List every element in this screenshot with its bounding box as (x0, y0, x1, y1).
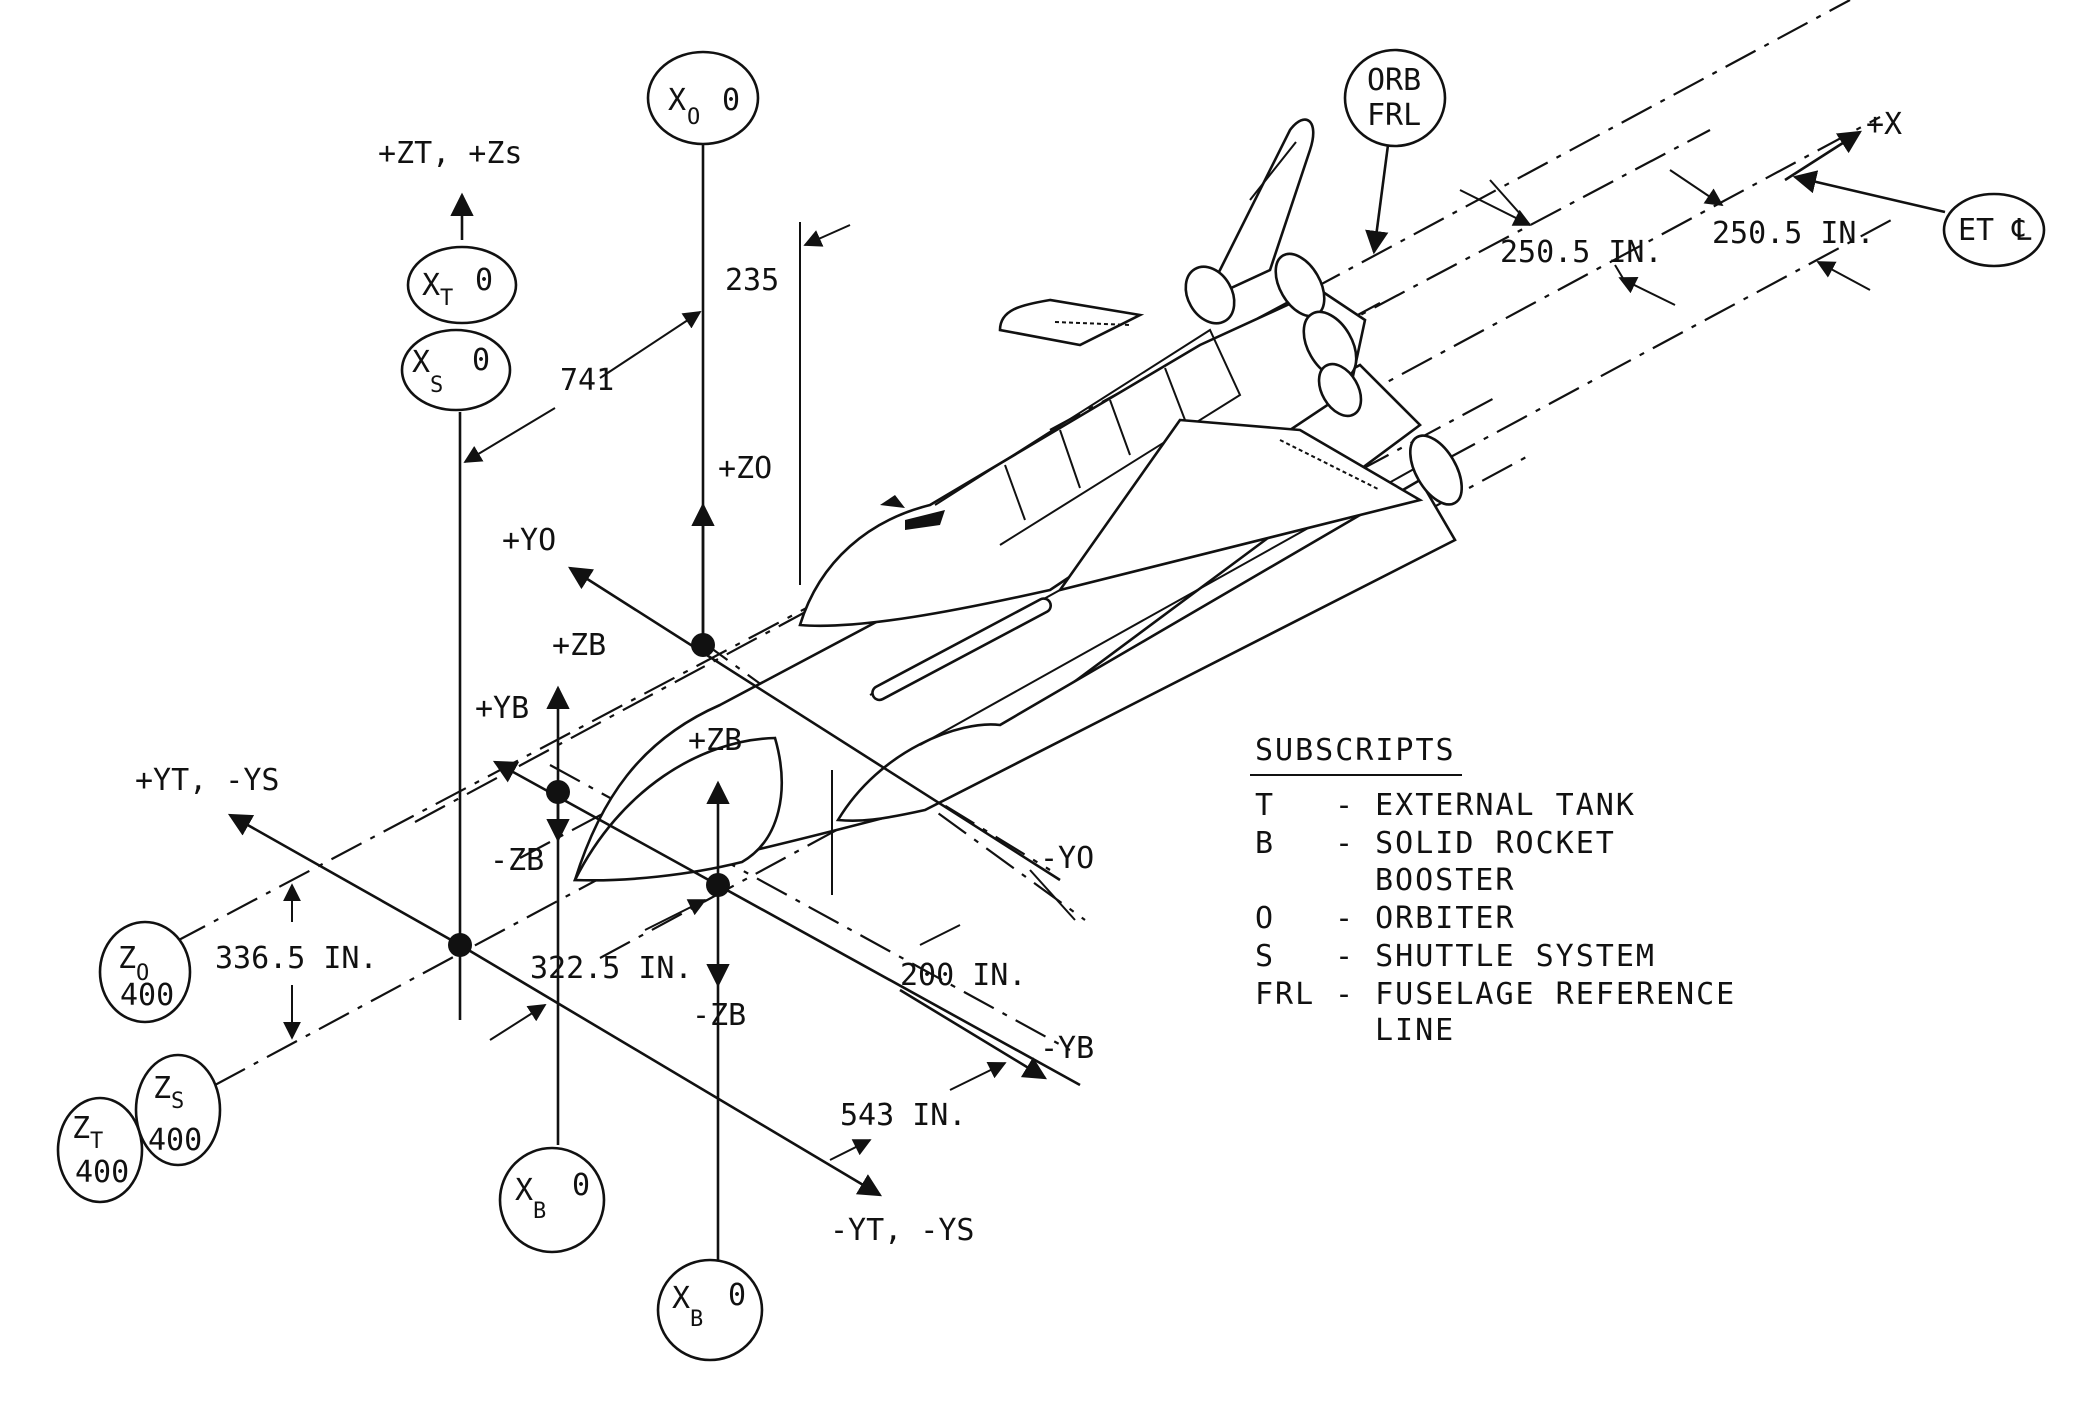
svg-text:T: T (440, 286, 453, 311)
svg-text:Z: Z (72, 1111, 90, 1146)
svg-text:BOOSTER: BOOSTER (1375, 863, 1515, 898)
legend-row: BOOSTER (1375, 863, 1515, 898)
plus-x-axis: +X (1784, 107, 1902, 182)
xb0-callout-b: X B 0 (656, 1258, 764, 1362)
svg-text:X: X (672, 1281, 690, 1316)
plus-yb-label: +YB (475, 691, 529, 726)
dimension-250-5-a: 250.5 IN. (1459, 179, 1676, 306)
shuttle-stack-illustration (572, 118, 1464, 882)
plus-zo-label: +ZO (718, 451, 772, 486)
legend-row: T - EXTERNAL TANK (1255, 788, 1636, 823)
svg-text:- SHUTTLE SYSTEM: - SHUTTLE SYSTEM (1335, 939, 1656, 974)
svg-text:- EXTERNAL TANK: - EXTERNAL TANK (1335, 788, 1636, 823)
svg-text:- ORBITER: - ORBITER (1335, 901, 1516, 936)
orb-frl-line1: ORB (1367, 63, 1421, 98)
xb0-callout-a: X B 0 (498, 1146, 606, 1254)
svg-text:O: O (1255, 901, 1275, 936)
xt0-callout: X T 0 (406, 245, 518, 325)
zo400-callout: Z O 400 (98, 920, 192, 1024)
svg-text:0: 0 (572, 1168, 590, 1203)
dimension-543: 543 IN. (829, 1062, 1007, 1161)
svg-text:0: 0 (475, 263, 493, 298)
svg-text:0: 0 (722, 83, 740, 118)
svg-text:- FUSELAGE REFERENCE: - FUSELAGE REFERENCE (1335, 977, 1736, 1012)
dim-250-5-right: 250.5 IN. (1712, 216, 1875, 251)
xo0-callout: X O 0 (646, 50, 760, 146)
plus-zb-inner-label: +ZB (688, 723, 742, 758)
orb-frl-line2: FRL (1367, 98, 1421, 133)
svg-text:O: O (136, 961, 149, 986)
minus-yo-label: -YO (1040, 841, 1094, 876)
legend-row: FRL - FUSELAGE REFERENCE (1255, 977, 1736, 1012)
svg-text:0: 0 (472, 343, 490, 378)
yo-axis: +YO -YO (502, 523, 1094, 882)
srb-axes: +ZB +YB -ZB -YB (475, 628, 1094, 1145)
et-cl-label: ET ℄ (1958, 213, 2032, 248)
shuttle-system-vertical-axis: +ZT, +Zs (378, 136, 523, 1020)
orbiter-vertical-axis: +ZO (691, 140, 772, 645)
svg-text:T: T (90, 1129, 103, 1154)
plus-yt-minus-ys-label: +YT, -YS (135, 763, 280, 798)
svg-text:400: 400 (120, 978, 174, 1013)
svg-text:S: S (1255, 939, 1275, 974)
dimension-235: 235 (725, 222, 851, 585)
minus-yt-minus-ys-label: -YT, -YS (830, 1213, 975, 1248)
svg-text:T: T (1255, 788, 1275, 823)
plus-zb-label: +ZB (552, 628, 606, 663)
svg-text:O: O (687, 105, 700, 130)
svg-text:X: X (412, 345, 430, 380)
xs0-callout: X S 0 (400, 328, 512, 412)
svg-text:400: 400 (148, 1123, 202, 1158)
svg-text:FRL: FRL (1255, 977, 1315, 1012)
zs400-callout: Z S 400 (134, 1053, 222, 1167)
dimension-741: 741 (463, 311, 702, 463)
svg-text:Z: Z (153, 1071, 171, 1106)
et-centerline-callout: ET ℄ (1792, 170, 2046, 268)
svg-text:X: X (515, 1173, 533, 1208)
svg-text:B: B (533, 1199, 546, 1224)
minus-zb-left-label: -ZB (490, 843, 544, 878)
svg-text:S: S (171, 1089, 184, 1114)
dim-250-5-left: 250.5 IN. (1500, 235, 1663, 270)
legend-row: S - SHUTTLE SYSTEM (1255, 939, 1656, 974)
dim-741: 741 (560, 363, 614, 398)
subscripts-legend: SUBSCRIPTS T - EXTERNAL TANK B - SOLID R… (1250, 733, 1736, 1048)
dim-336-5: 336.5 IN. (215, 941, 378, 976)
dimension-200: 200 IN. (900, 869, 1076, 993)
legend-row: B - SOLID ROCKET (1255, 826, 1616, 861)
dim-543: 543 IN. (840, 1098, 966, 1133)
svg-text:- SOLID ROCKET: - SOLID ROCKET (1335, 826, 1616, 861)
dimension-250-5-b: 250.5 IN. (1669, 169, 1875, 291)
plus-x-label: +X (1866, 107, 1902, 142)
svg-text:400: 400 (75, 1155, 129, 1190)
svg-text:B: B (690, 1307, 703, 1332)
svg-text:B: B (1255, 826, 1275, 861)
dimension-336-5: 336.5 IN. (215, 883, 378, 1040)
srb-inner-axes: +ZB -ZB (688, 723, 833, 1265)
svg-text:0: 0 (728, 1278, 746, 1313)
orb-frl-callout: ORB FRL (1343, 48, 1447, 255)
svg-text:S: S (430, 373, 443, 398)
plus-zt-zs-label: +ZT, +Zs (378, 136, 523, 171)
dimension-322-5: 322.5 IN. (489, 899, 707, 1041)
plus-yo-label: +YO (502, 523, 556, 558)
legend-row: O - ORBITER (1255, 901, 1516, 936)
svg-text:X: X (422, 268, 440, 303)
yt-ys-axis: +YT, -YS -YT, -YS (135, 763, 975, 1248)
svg-text:Z: Z (118, 941, 136, 976)
dim-235: 235 (725, 263, 779, 298)
dim-200: 200 IN. (900, 958, 1026, 993)
svg-text:X: X (668, 83, 686, 118)
dim-322-5: 322.5 IN. (530, 951, 693, 986)
zt400-callout: Z T 400 (56, 1096, 144, 1204)
legend-row: LINE (1375, 1013, 1455, 1048)
minus-yb-label: -YB (1040, 1031, 1094, 1066)
svg-text:LINE: LINE (1375, 1013, 1455, 1048)
legend-heading: SUBSCRIPTS (1255, 733, 1456, 768)
